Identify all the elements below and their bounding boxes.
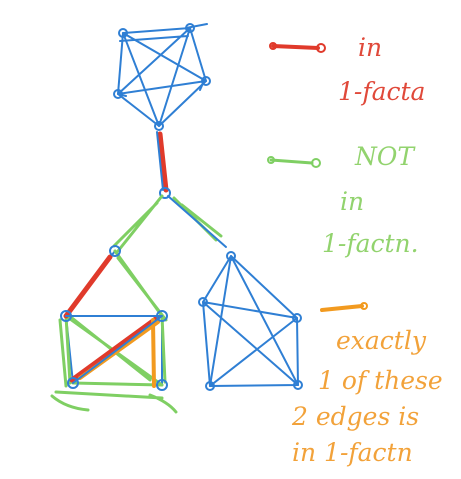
vertex-top-5 bbox=[154, 121, 164, 131]
vertex-top-4 bbox=[113, 89, 123, 99]
vertex-right-bottom-right bbox=[293, 380, 303, 390]
legend-green-line-3: 1-factn. bbox=[322, 229, 419, 258]
vertex-top-1 bbox=[118, 28, 128, 38]
vertex-top-3 bbox=[201, 76, 211, 86]
legend-green-vertex-left bbox=[267, 156, 275, 164]
legend-orange-line-1: exactly bbox=[336, 326, 427, 355]
legend-green: NOT in 1-factn. bbox=[267, 142, 419, 258]
legend-orange: exactly 1 of these 2 edges is in 1-factn bbox=[291, 302, 443, 467]
top-pentagon-outline bbox=[117, 27, 207, 127]
left-house-outline bbox=[65, 250, 163, 386]
edge-center-to-right-outline bbox=[167, 195, 227, 248]
legend-green-line-1: NOT bbox=[354, 142, 416, 171]
vertex-house-right bbox=[156, 310, 168, 322]
legend-orange-line-3: 2 edges is bbox=[291, 402, 419, 431]
vertex-center bbox=[159, 187, 171, 199]
legend-green-line-2: in bbox=[340, 187, 364, 216]
legend-red-vertex-left bbox=[269, 42, 277, 50]
top-pentagon-chords bbox=[117, 27, 207, 127]
legend-orange-line-4: in 1-factn bbox=[292, 438, 413, 467]
bridge-edge-top-outline bbox=[156, 131, 164, 191]
legend-red-vertex-right bbox=[316, 43, 326, 53]
edge-center-to-house bbox=[112, 194, 164, 253]
legend-green-sample-edge bbox=[269, 158, 314, 165]
right-pentagon-outline bbox=[202, 255, 299, 387]
legend-orange-line-2: 1 of these bbox=[318, 366, 443, 395]
vertex-house-bottom-right bbox=[156, 379, 168, 391]
vertex-house-top bbox=[109, 245, 121, 257]
legend-green-vertex-right bbox=[311, 158, 321, 168]
edge-center-to-right bbox=[172, 196, 223, 242]
top-pentagon-extra-strokes bbox=[117, 23, 208, 97]
legend-red-line-2: 1-facta bbox=[338, 77, 425, 106]
vertex-top-2 bbox=[185, 23, 195, 33]
vertex-house-left bbox=[60, 310, 72, 322]
legend-orange-sample-edge bbox=[320, 304, 364, 312]
legend-red-line-1: in bbox=[358, 33, 382, 62]
top-pentagon-component bbox=[113, 23, 211, 131]
vertex-right-right bbox=[292, 313, 302, 323]
legend-orange-vertex-right bbox=[360, 302, 368, 310]
vertex-right-bottom-left bbox=[205, 381, 215, 391]
left-house-red-edge bbox=[63, 254, 113, 319]
legend-red-sample-edge bbox=[271, 44, 320, 50]
left-house-blue-cross bbox=[65, 315, 163, 384]
left-house-component bbox=[50, 245, 178, 414]
left-house-red-diagonal bbox=[69, 315, 160, 383]
bridge-edge-top bbox=[157, 131, 169, 193]
right-pentagon-component bbox=[198, 251, 303, 391]
vertex-house-bottom-left bbox=[67, 377, 79, 389]
vertex-right-left bbox=[198, 297, 208, 307]
right-pentagon-chords bbox=[202, 255, 299, 387]
legend-red: in 1-facta bbox=[269, 33, 425, 106]
vertex-right-top bbox=[226, 251, 236, 261]
